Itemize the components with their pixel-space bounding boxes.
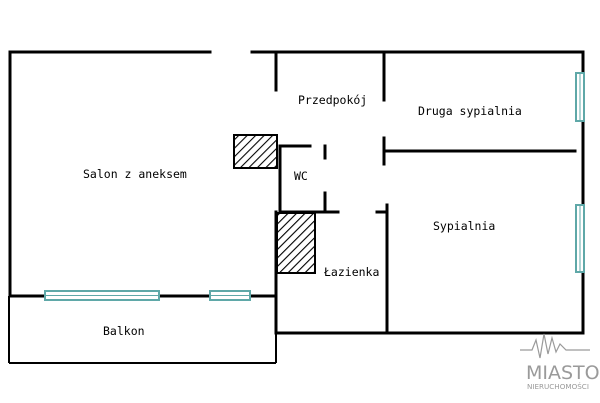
logo-pulse-icon bbox=[520, 333, 590, 359]
label-przedpokoj: Przedpokój bbox=[298, 93, 367, 107]
logo-main-text: MIASTO bbox=[526, 362, 600, 384]
label-lazienka: Łazienka bbox=[323, 265, 379, 279]
ventilation-shaft-upper bbox=[233, 134, 278, 169]
label-wc: WC bbox=[294, 169, 308, 183]
logo-sub-text: NIERUCHOMOŚCI bbox=[527, 382, 589, 391]
label-salon: Salon z aneksem bbox=[83, 167, 187, 181]
window-sypialnia bbox=[575, 204, 585, 273]
window-salon-large bbox=[44, 290, 160, 301]
label-druga-sypialnia: Druga sypialnia bbox=[418, 104, 522, 118]
miasto-logo: MIASTO NIERUCHOMOŚCI bbox=[520, 333, 600, 391]
label-sypialnia: Sypialnia bbox=[433, 219, 495, 233]
ventilation-shaft-lower bbox=[276, 212, 316, 274]
label-balkon: Balkon bbox=[103, 324, 145, 338]
window-druga-sypialnia bbox=[575, 72, 585, 122]
windows bbox=[44, 72, 585, 301]
window-salon-small bbox=[209, 290, 251, 301]
